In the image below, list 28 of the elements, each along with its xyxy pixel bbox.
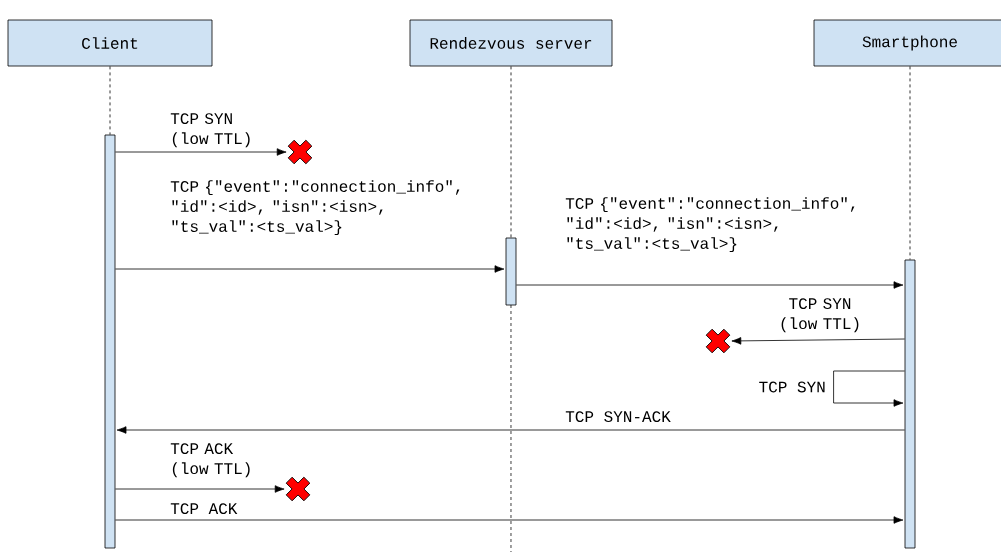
message-label: TCP SYN-ACK	[565, 411, 671, 423]
cross-mark	[287, 139, 313, 165]
message-label: TCP ACK	[170, 503, 238, 515]
lifeline	[909, 66, 911, 260]
message-arrow	[516, 281, 904, 289]
message-label: TCP {"event":"connection_info", "id":<id>, "isn":<isn>, "ts_val":<ts_val>}	[565, 197, 855, 253]
cross-mark	[705, 328, 731, 354]
message-label: TCP ACK (low TTL)	[170, 443, 250, 478]
message-arrow	[115, 148, 287, 156]
activation-bar	[104, 134, 116, 549]
message-arrow	[116, 426, 905, 434]
lifeline	[109, 66, 111, 135]
message-arrow	[833, 370, 905, 407]
lifeline	[510, 66, 512, 238]
participant-box: Rendezvous server	[409, 19, 613, 67]
message-label: TCP SYN (low TTL)	[781, 298, 859, 333]
activation-bar	[904, 259, 916, 549]
message-arrow	[731, 337, 905, 345]
cross-mark	[285, 476, 311, 502]
participant-box: Client	[7, 19, 213, 67]
message-arrow	[115, 516, 904, 524]
message-arrow	[115, 485, 285, 493]
participant-box: Smartphone	[813, 19, 1001, 67]
message-label: TCP SYN	[759, 381, 825, 393]
message-label: TCP {"event":"connection_info", "id":<id>, "isn":<isn>, "ts_val":<ts_val>}	[170, 180, 460, 236]
activation-bar	[505, 237, 517, 306]
message-arrow	[115, 265, 505, 273]
message-label: TCP SYN (low TTL)	[170, 113, 250, 148]
